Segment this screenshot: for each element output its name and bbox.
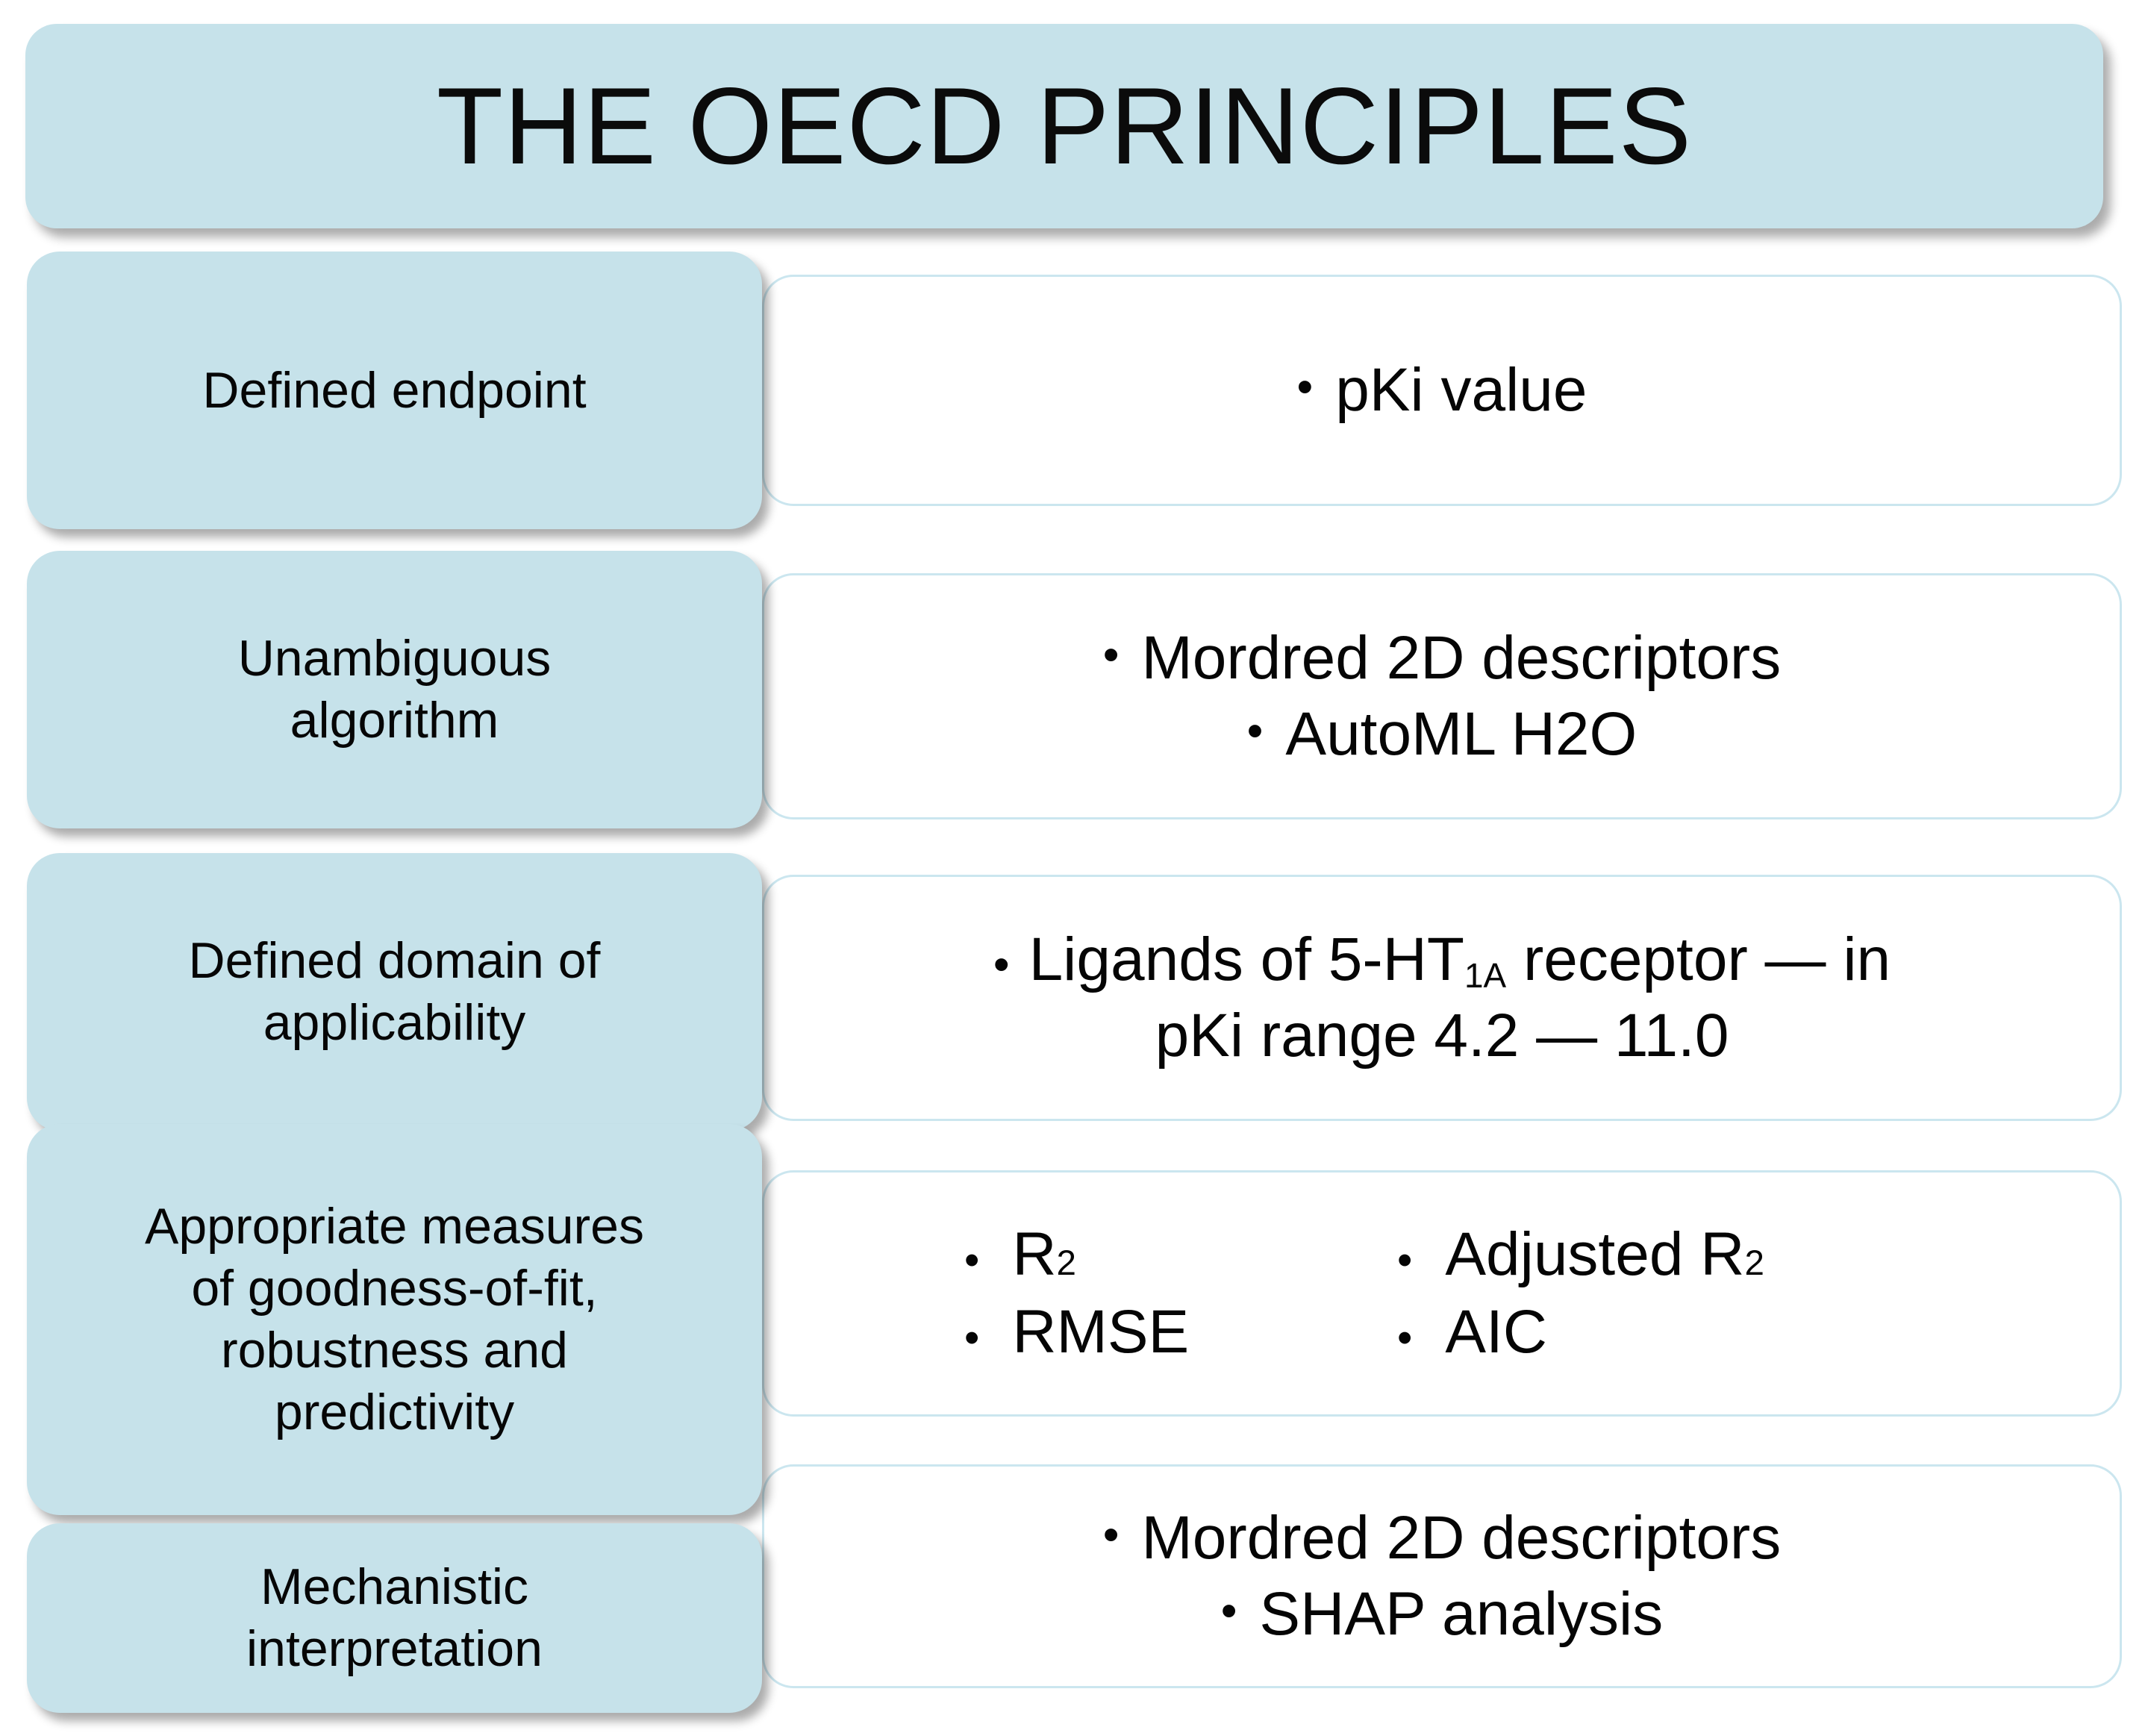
principle-label: Defined domain of applicability	[189, 930, 601, 1054]
principle-label-line: of goodness-of-fit,	[191, 1260, 598, 1317]
bullet-item: • SHAP analysis	[1221, 1576, 1664, 1652]
principle-label-line: robustness and	[221, 1322, 568, 1379]
principle-label: Mechanistic interpretation	[246, 1556, 543, 1680]
bullet-item: • Ligands of 5-HT1A receptor — in pKi ran…	[822, 922, 2061, 1073]
principle-pill-defined-domain-of-applicability: Defined domain of applicability	[27, 853, 762, 1131]
bullet-text: Mordred 2D descriptors	[1141, 624, 1782, 693]
bullet-dot-icon: •	[1102, 1509, 1120, 1561]
bullet-dot-icon: •	[1397, 1314, 1413, 1362]
principle-label-line: Defined domain of	[188, 932, 601, 990]
principle-label-line: interpretation	[246, 1620, 543, 1677]
metric-label: AIC	[1445, 1298, 1548, 1366]
bullet-dot-icon: •	[964, 1235, 980, 1284]
bullet-dot-icon: •	[1397, 1235, 1413, 1284]
bullet-dot-icon: •	[964, 1314, 980, 1362]
bullet-item: • Mordred 2D descriptors	[1103, 1500, 1781, 1576]
bullet-text-part1: Ligands of 5-HT	[1028, 925, 1464, 994]
principle-pill-defined-endpoint: Defined endpoint	[27, 252, 762, 529]
principle-label-line: algorithm	[290, 692, 499, 749]
content-card-defined-endpoint: • pKi value	[762, 275, 2122, 506]
bullet-text: Mordred 2D descriptors	[1141, 1504, 1782, 1573]
bullet-dot-icon: •	[1296, 361, 1314, 413]
principle-pill-mechanistic-interpretation: Mechanistic interpretation	[27, 1523, 762, 1713]
metric-label: RMSE	[1012, 1298, 1190, 1366]
bullet-item: • AutoML H2O	[1247, 696, 1637, 772]
bullet-text-part2: receptor — in	[1506, 925, 1891, 994]
metric-label: R	[1012, 1220, 1057, 1288]
metric-item: • AIC	[1397, 1296, 1920, 1369]
metric-superscript: 2	[1744, 1243, 1764, 1283]
principle-label: Unambiguous algorithm	[238, 628, 552, 752]
bullet-dot-icon: •	[1220, 1585, 1237, 1637]
metric-item: • RMSE	[964, 1296, 1382, 1369]
metric-superscript: 2	[1056, 1243, 1076, 1283]
bullet-dot-icon: •	[1102, 629, 1120, 681]
content-card-mechanistic-interpretation: • Mordred 2D descriptors • SHAP analysis	[762, 1464, 2122, 1688]
content-card-defined-domain-of-applicability: • Ligands of 5-HT1A receptor — in pKi ran…	[762, 875, 2122, 1121]
principle-label-line: Appropriate measures	[144, 1198, 644, 1255]
content-card-unambiguous-algorithm: • Mordred 2D descriptors • AutoML H2O	[762, 573, 2122, 819]
bullet-text: AutoML H2O	[1285, 700, 1637, 768]
principle-pill-appropriate-measures: Appropriate measures of goodness-of-fit,…	[27, 1124, 762, 1515]
principle-label-line: predictivity	[274, 1383, 515, 1440]
bullet-text-line2: pKi range 4.2 — 11.0	[1155, 1002, 1729, 1070]
bullet-item: • Mordred 2D descriptors	[1103, 620, 1781, 696]
principle-label-line: Defined endpoint	[202, 361, 587, 419]
bullet-dot-icon: •	[1246, 705, 1264, 757]
bullet-text: pKi value	[1335, 356, 1587, 425]
metric-label: Adjusted R	[1445, 1220, 1745, 1288]
bullet-text: SHAP analysis	[1259, 1580, 1664, 1648]
principle-label: Appropriate measures of goodness-of-fit,…	[145, 1196, 644, 1443]
principle-pill-unambiguous-algorithm: Unambiguous algorithm	[27, 551, 762, 828]
receptor-subscript: 1A	[1464, 956, 1507, 996]
principle-label: Defined endpoint	[202, 360, 586, 422]
title-banner: THE OECD PRINCIPLES	[25, 24, 2103, 228]
page-title: THE OECD PRINCIPLES	[436, 65, 1693, 187]
principle-label-line: Unambiguous	[237, 630, 552, 687]
principle-label-line: applicability	[263, 994, 526, 1051]
bullet-dot-icon: •	[993, 939, 1010, 991]
bullet-item: • pKi value	[1296, 352, 1587, 428]
principle-label-line: Mechanistic	[260, 1558, 528, 1616]
